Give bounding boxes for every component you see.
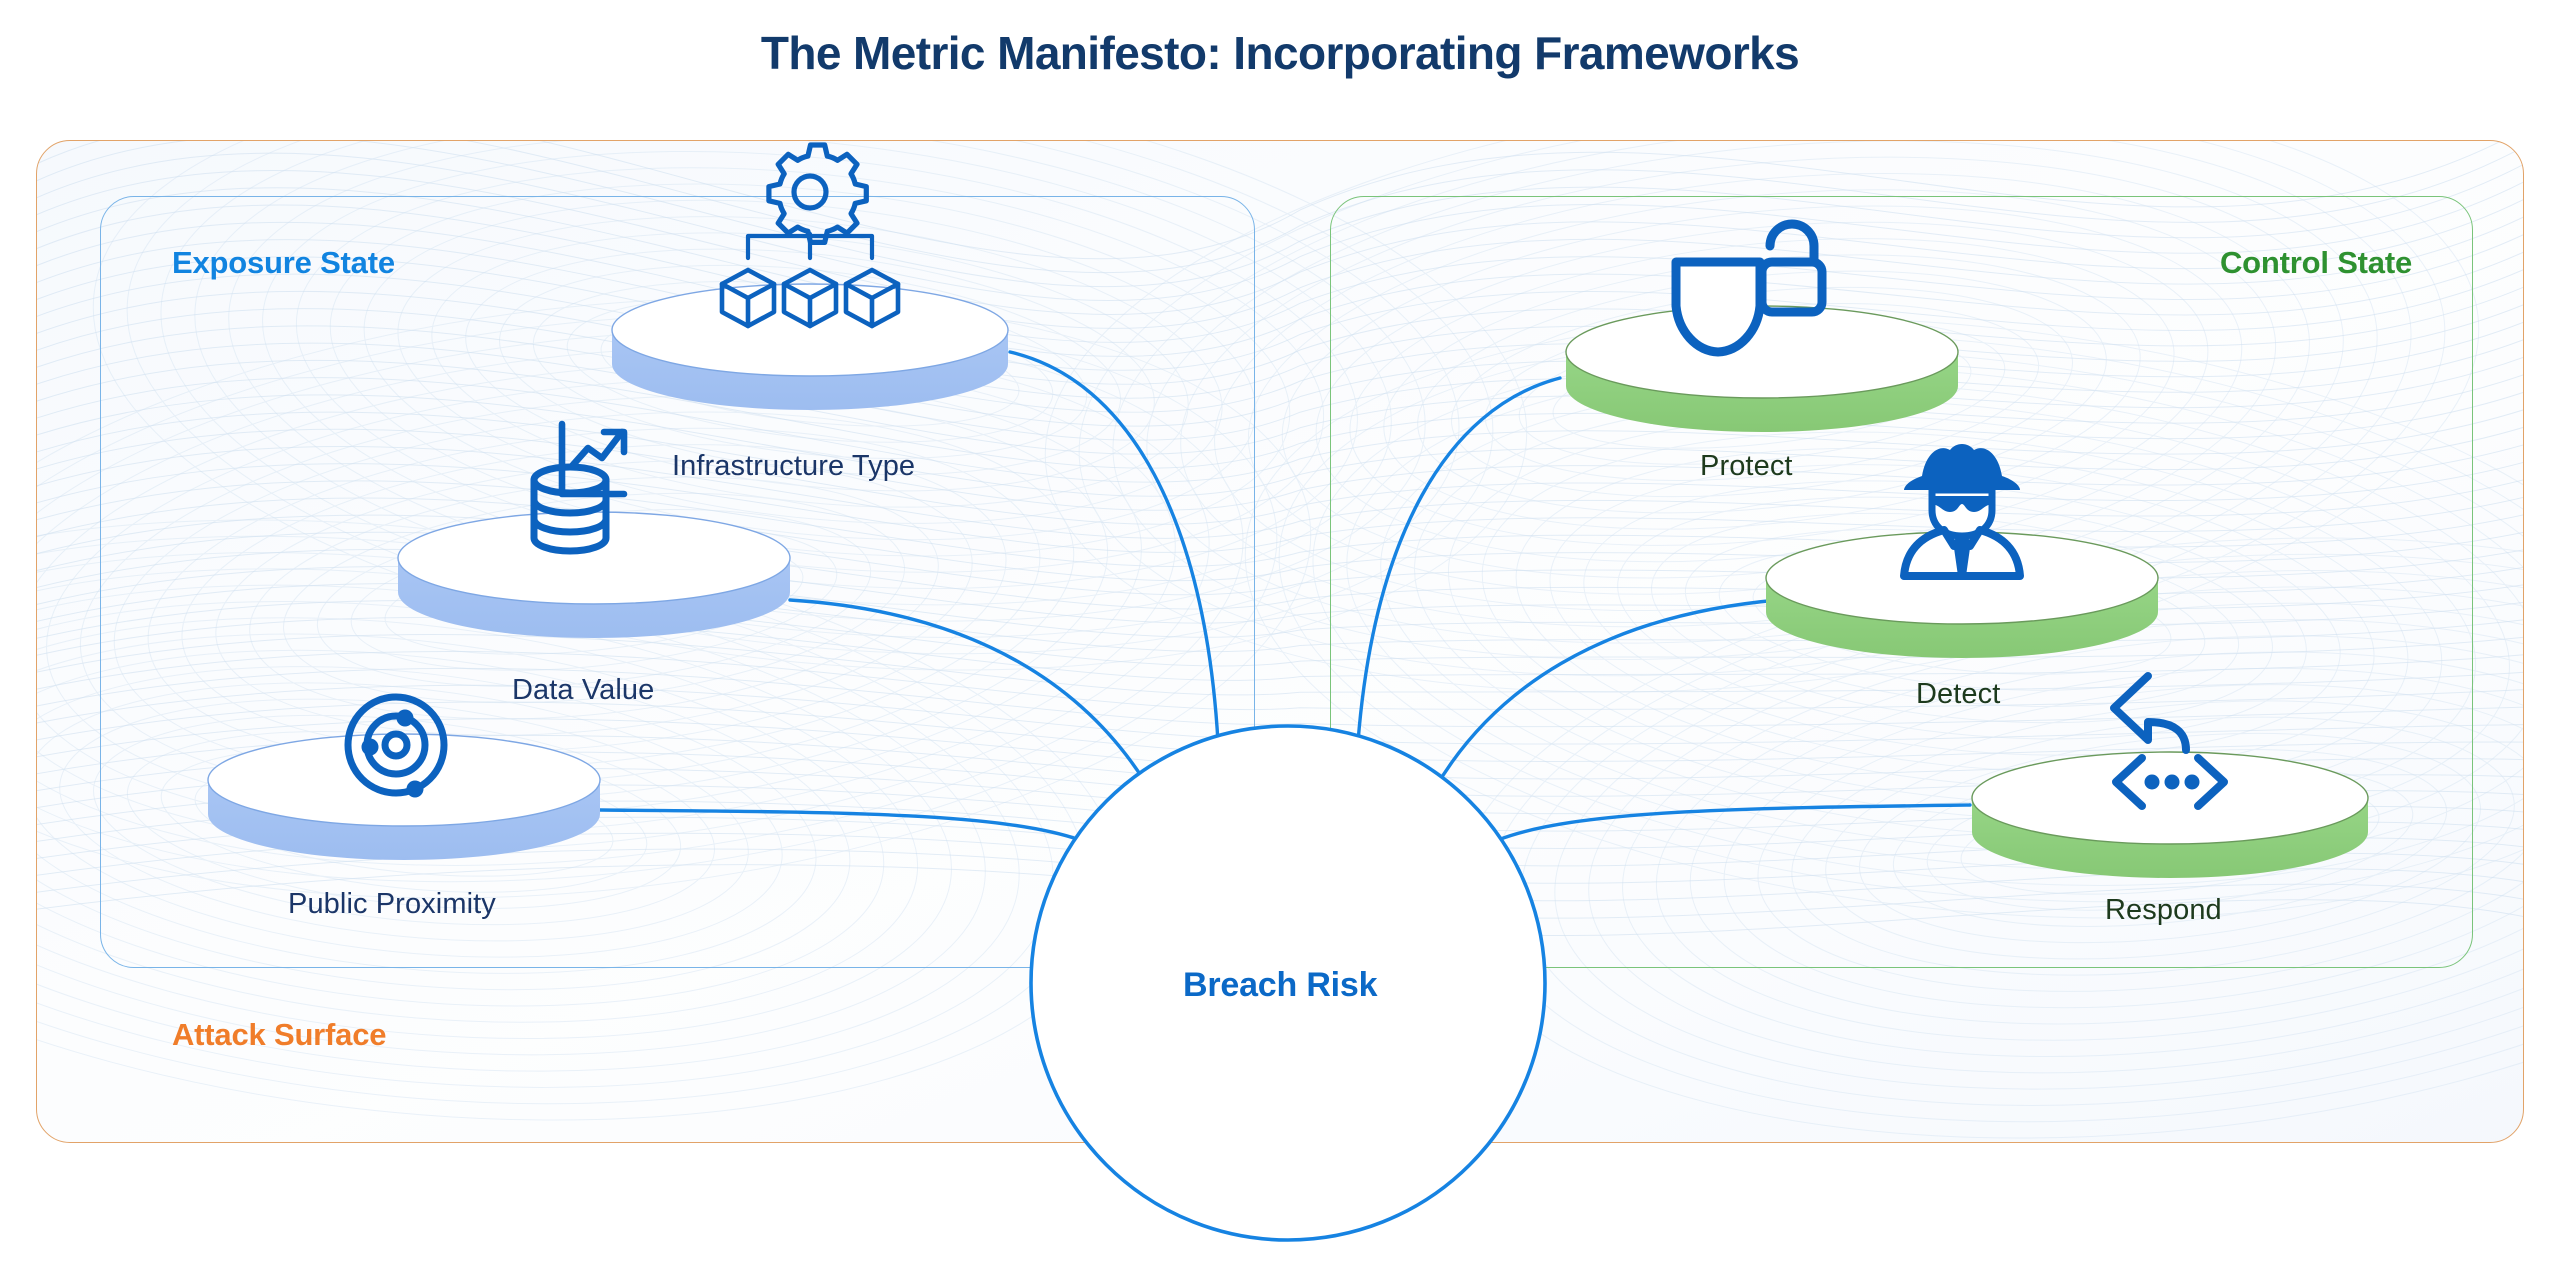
disc-protect[interactable] xyxy=(1565,305,1959,432)
node-label-respond: Respond xyxy=(2105,894,2222,926)
node-label-data-value: Data Value xyxy=(512,674,655,706)
connector-public-proximity xyxy=(598,808,1082,842)
node-label-protect: Protect xyxy=(1700,450,1793,482)
connector-detect xyxy=(1432,598,1780,792)
disc-respond[interactable] xyxy=(1971,751,2369,878)
node-label-detect: Detect xyxy=(1916,678,2001,710)
connector-protect xyxy=(1356,376,1562,744)
connector-respond xyxy=(1496,803,1972,842)
atom-orbit-icon xyxy=(344,693,448,798)
exposure-state-label: Exposure State xyxy=(172,245,395,280)
attack-surface-label: Attack Surface xyxy=(172,1017,387,1052)
connector-infrastructure xyxy=(1008,350,1220,744)
spy-agent-icon xyxy=(1900,444,2024,580)
page-title: The Metric Manifesto: Incorporating Fram… xyxy=(760,27,1800,79)
database-trend-icon xyxy=(530,420,628,555)
disc-infrastructure-type[interactable] xyxy=(611,283,1009,410)
shield-lock-icon xyxy=(1671,219,1827,357)
exposure-state-panel xyxy=(100,196,1255,968)
connector-data-value xyxy=(788,598,1152,792)
control-state-panel xyxy=(1330,196,2473,968)
control-state-label: Control State xyxy=(2219,245,2412,280)
disc-public-proximity[interactable] xyxy=(207,733,601,860)
breach-risk-label: Breach Risk xyxy=(1183,966,1378,1004)
reply-code-icon xyxy=(2110,672,2228,810)
node-label-infrastructure-type: Infrastructure Type xyxy=(672,450,916,482)
node-label-public-proximity: Public Proximity xyxy=(288,888,496,920)
gear-cubes-icon xyxy=(719,142,901,329)
breach-risk-circle[interactable] xyxy=(1029,724,1547,1242)
